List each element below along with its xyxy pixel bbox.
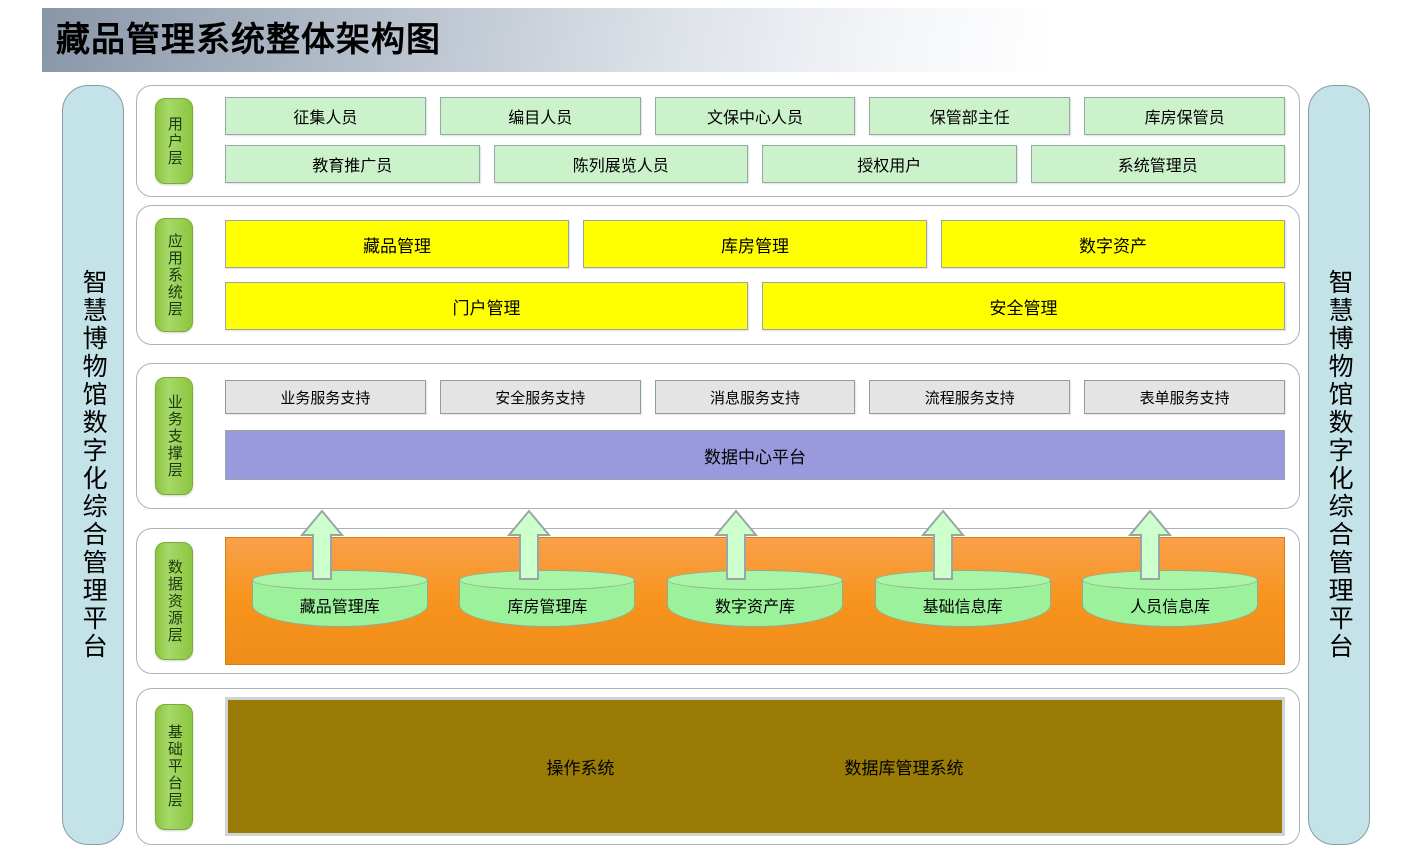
service-support-box[interactable]: 业务服务支持: [225, 380, 426, 414]
cylinder-top: [666, 570, 843, 590]
layer-tab-label: 数据资源层: [165, 558, 184, 644]
base-platform-band: 操作系统 数据库管理系统: [225, 697, 1285, 836]
up-arrow-icon: [1128, 509, 1172, 581]
base-platform-item[interactable]: 操作系统: [546, 759, 615, 779]
layer-business-support: 业务支撑层 业务服务支持 安全服务支持 消息服务支持 流程服务支持 表单服务支持…: [136, 363, 1300, 509]
layer-data-resource: 数据资源层 藏品管理库 库房管理库 数字资产库 基础信息库 人员信息库: [136, 528, 1300, 674]
user-role-box[interactable]: 征集人员: [225, 97, 426, 135]
user-role-box[interactable]: 教育推广员: [225, 145, 480, 183]
layer-tab-label: 基础平台层: [165, 724, 184, 809]
page-title: 藏品管理系统整体架构图: [56, 20, 441, 60]
user-role-box[interactable]: 文保中心人员: [654, 97, 856, 135]
user-row-1: 征集人员 编目人员 文保中心人员 保管部主任 库房保管员: [225, 97, 1285, 135]
database-cylinder[interactable]: 人员信息库: [1082, 570, 1259, 632]
user-role-box[interactable]: 授权用户: [762, 145, 1017, 183]
database-label: 库房管理库: [507, 597, 588, 616]
left-platform-label: 智慧博物馆数字化综合管理平台: [79, 269, 109, 661]
user-role-box[interactable]: 库房保管员: [1084, 97, 1285, 135]
layer-tab-label: 应用系统层: [165, 232, 184, 318]
database-cylinder[interactable]: 藏品管理库: [251, 570, 428, 632]
service-row: 业务服务支持 安全服务支持 消息服务支持 流程服务支持 表单服务支持: [225, 380, 1285, 414]
data-resource-band: 藏品管理库 库房管理库 数字资产库 基础信息库 人员信息库: [225, 537, 1285, 665]
user-role-box[interactable]: 保管部主任: [869, 97, 1071, 135]
service-support-box[interactable]: 表单服务支持: [1084, 380, 1285, 414]
layer-tab-business-support: 业务支撑层: [155, 377, 193, 495]
right-platform-label: 智慧博物馆数字化综合管理平台: [1325, 269, 1355, 661]
app-module-box[interactable]: 门户管理: [225, 282, 748, 330]
right-platform-bar: 智慧博物馆数字化综合管理平台: [1308, 85, 1370, 845]
database-label: 藏品管理库: [299, 597, 380, 616]
app-module-box[interactable]: 藏品管理: [225, 220, 569, 268]
layer-tab-user: 用户层: [155, 98, 193, 184]
up-arrow-icon: [921, 509, 965, 581]
database-cylinder[interactable]: 基础信息库: [874, 570, 1051, 632]
base-platform-item[interactable]: 数据库管理系统: [844, 759, 964, 779]
database-cylinder[interactable]: 数字资产库: [666, 570, 843, 632]
up-arrow-icon: [300, 509, 344, 581]
app-module-box[interactable]: 数字资产: [941, 220, 1285, 268]
app-module-box[interactable]: 安全管理: [762, 282, 1285, 330]
title-banner: 藏品管理系统整体架构图: [42, 8, 1050, 72]
layer-body-application-system: 藏品管理 库房管理 数字资产 门户管理 安全管理: [225, 214, 1285, 336]
layer-tab-data-resource: 数据资源层: [155, 542, 193, 660]
app-module-box[interactable]: 库房管理: [583, 220, 927, 268]
layer-body-business-support: 业务服务支持 安全服务支持 消息服务支持 流程服务支持 表单服务支持 数据中心平…: [225, 372, 1285, 500]
app-row-2: 门户管理 安全管理: [225, 282, 1285, 330]
database-cylinder[interactable]: 库房管理库: [459, 570, 636, 632]
cylinder-top: [1082, 570, 1259, 590]
layer-tab-base-platform: 基础平台层: [155, 703, 193, 830]
user-row-2: 教育推广员 陈列展览人员 授权用户 系统管理员: [225, 145, 1285, 183]
left-platform-bar: 智慧博物馆数字化综合管理平台: [62, 85, 124, 845]
layer-application-system: 应用系统层 藏品管理 库房管理 数字资产 门户管理 安全管理: [136, 205, 1300, 345]
service-support-box[interactable]: 安全服务支持: [439, 380, 641, 414]
cylinder-top: [874, 570, 1051, 590]
database-label: 基础信息库: [922, 597, 1003, 616]
service-support-box[interactable]: 流程服务支持: [869, 380, 1071, 414]
app-row-1: 藏品管理 库房管理 数字资产: [225, 220, 1285, 268]
layer-tab-label: 用户层: [165, 115, 184, 167]
up-arrow-icon: [714, 509, 758, 581]
service-support-box[interactable]: 消息服务支持: [654, 380, 856, 414]
layer-tab-label: 业务支撑层: [165, 393, 184, 479]
user-role-box[interactable]: 陈列展览人员: [493, 145, 748, 183]
layer-base-platform: 基础平台层 操作系统 数据库管理系统: [136, 688, 1300, 845]
user-role-box[interactable]: 编目人员: [439, 97, 641, 135]
layer-body-user: 征集人员 编目人员 文保中心人员 保管部主任 库房保管员 教育推广员 陈列展览人…: [225, 94, 1285, 188]
data-center-platform-bar[interactable]: 数据中心平台: [225, 430, 1285, 480]
user-role-box[interactable]: 系统管理员: [1030, 145, 1285, 183]
layer-tab-application-system: 应用系统层: [155, 218, 193, 332]
cylinder-top: [251, 570, 428, 590]
cylinder-top: [459, 570, 636, 590]
database-label: 人员信息库: [1130, 597, 1211, 616]
database-label: 数字资产库: [714, 597, 795, 616]
layer-user: 用户层 征集人员 编目人员 文保中心人员 保管部主任 库房保管员 教育推广员 陈…: [136, 85, 1300, 197]
up-arrow-icon: [507, 509, 551, 581]
